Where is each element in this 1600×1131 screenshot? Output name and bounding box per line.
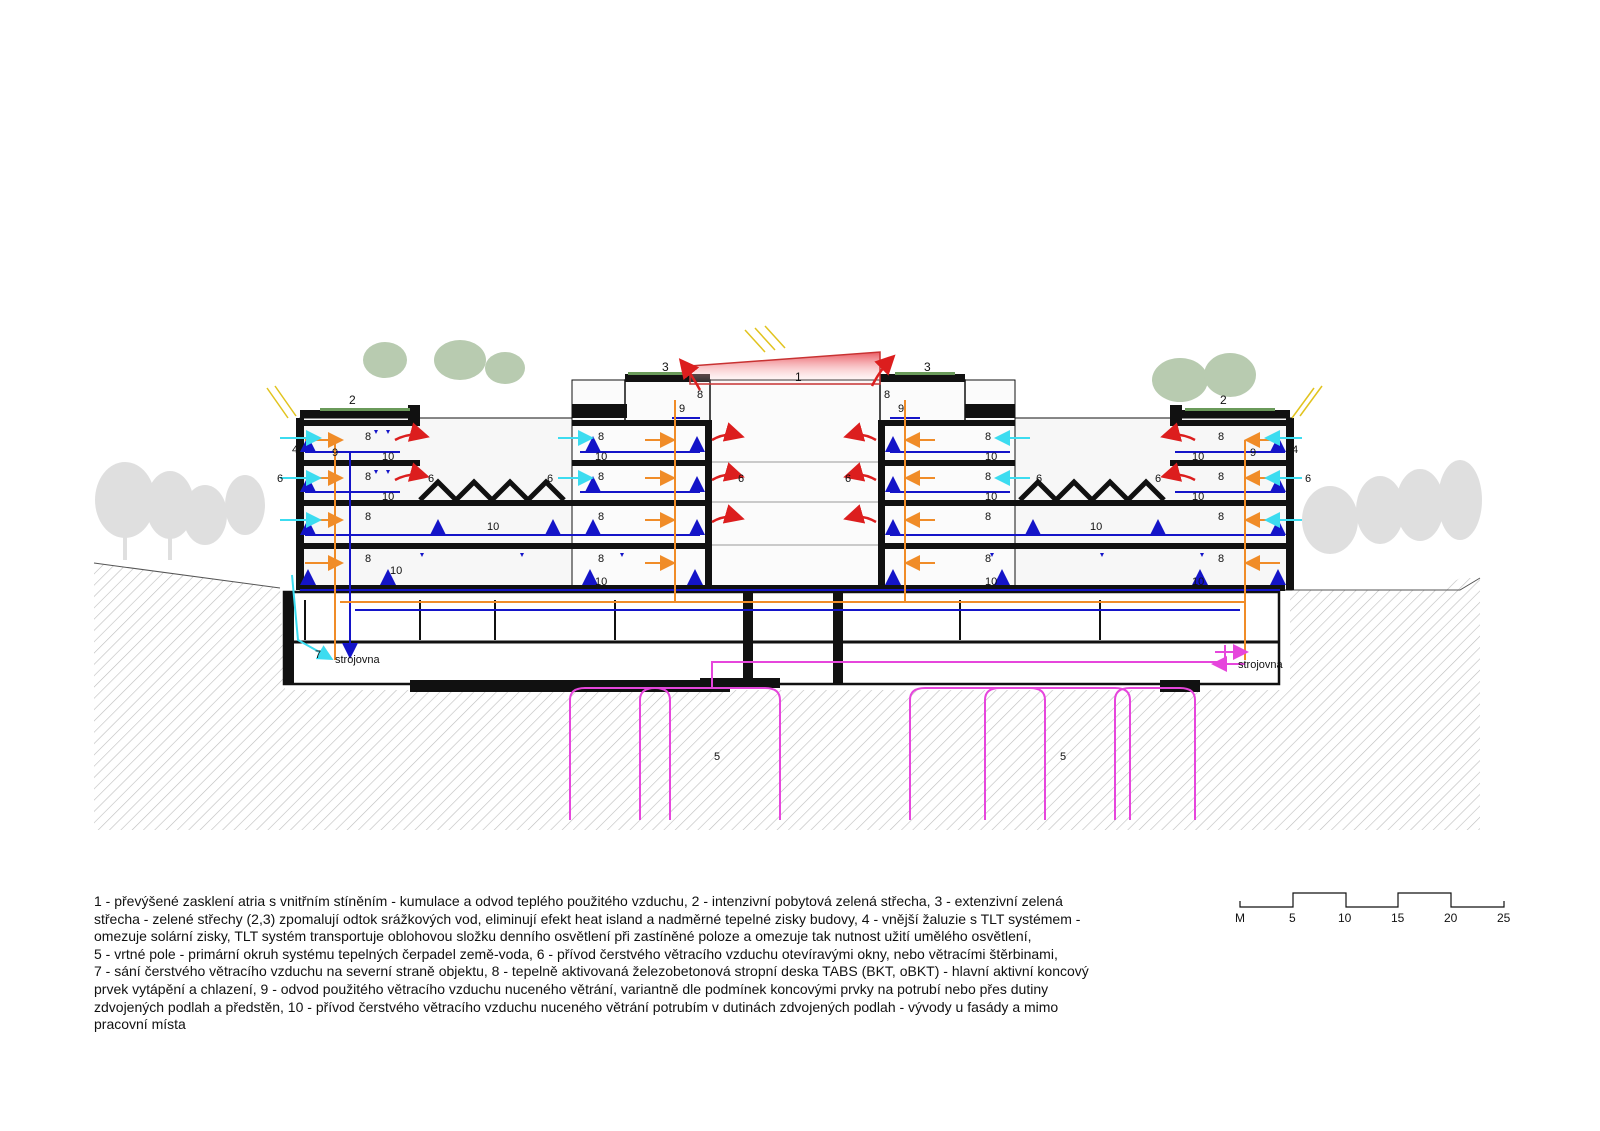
background-trees xyxy=(95,460,1482,560)
legend-line: 7 - sání čerstvého větracího vzduchu na … xyxy=(94,963,1089,980)
label-10: 10 xyxy=(1090,521,1102,533)
scale-label: 5 xyxy=(1289,911,1296,925)
scale-label: 15 xyxy=(1391,911,1405,925)
label-10: 10 xyxy=(382,491,394,503)
label-10: 10 xyxy=(1192,491,1204,503)
label-8: 8 xyxy=(1218,553,1224,565)
label-9: 9 xyxy=(679,403,685,415)
label-8: 8 xyxy=(884,389,890,401)
label-8: 8 xyxy=(365,553,371,565)
label-10: 10 xyxy=(595,576,607,588)
atrium-glazing xyxy=(689,351,881,385)
label-4-left: 4 xyxy=(292,444,298,456)
scale-label: 10 xyxy=(1338,911,1352,925)
label-6: 6 xyxy=(1155,473,1161,485)
building-section-diagram: 1 2 2 3 3 4 4 5 5 6 6 6 6 6 6 6 6 7 8 8 … xyxy=(93,325,1482,830)
label-9: 9 xyxy=(1250,447,1256,459)
label-10: 10 xyxy=(985,491,997,503)
label-8: 8 xyxy=(598,511,604,523)
label-8: 8 xyxy=(1218,431,1224,443)
label-6: 6 xyxy=(1305,473,1311,485)
label-2-right: 2 xyxy=(1220,393,1227,407)
legend-line: 1 - převýšené zasklení atria s vnitřním … xyxy=(94,893,1063,909)
tabs-markers xyxy=(374,430,1204,557)
basement xyxy=(282,590,1281,692)
label-8: 8 xyxy=(365,431,371,443)
label-1: 1 xyxy=(795,370,802,384)
legend-line: střecha - zelené střechy (2,3) zpomalují… xyxy=(94,910,1081,927)
legend-line: 5 - vrtné pole - primární okruh systému … xyxy=(94,945,1058,962)
fresh-air-arrows xyxy=(280,430,1302,660)
label-4-right: 4 xyxy=(1292,444,1298,456)
legend-line: omezuje solární zisky, TLT systém transp… xyxy=(94,928,1032,945)
label-8: 8 xyxy=(1218,511,1224,523)
label-6: 6 xyxy=(277,473,283,485)
green-roofs xyxy=(320,372,1275,411)
scale-label: 25 xyxy=(1497,911,1511,925)
label-8: 8 xyxy=(697,389,703,401)
label-8: 8 xyxy=(985,553,991,565)
label-10: 10 xyxy=(1192,576,1204,588)
label-8: 8 xyxy=(598,431,604,443)
label-10: 10 xyxy=(985,576,997,588)
label-8: 8 xyxy=(1218,471,1224,483)
label-6: 6 xyxy=(1036,473,1042,485)
label-10: 10 xyxy=(985,451,997,463)
label-9: 9 xyxy=(898,403,904,415)
building-floors xyxy=(296,374,1294,591)
label-6: 6 xyxy=(428,473,434,485)
label-10: 10 xyxy=(1192,451,1204,463)
legend-line: prvek vytápění a chlazení, 9 - odvod pou… xyxy=(94,980,1049,997)
label-8: 8 xyxy=(365,511,371,523)
label-3-left: 3 xyxy=(662,360,669,374)
label-8: 8 xyxy=(985,511,991,523)
label-10: 10 xyxy=(487,521,499,533)
diagram-labels: 1 2 2 3 3 4 4 5 5 6 6 6 6 6 6 6 6 7 8 8 … xyxy=(277,360,1311,763)
scale-label: 20 xyxy=(1444,911,1458,925)
exhaust-air-ducts xyxy=(305,400,1280,660)
plant-room-right: strojovna xyxy=(1238,659,1284,671)
label-8: 8 xyxy=(598,471,604,483)
ground-line xyxy=(93,562,1481,591)
label-8: 8 xyxy=(598,553,604,565)
label-7: 7 xyxy=(315,649,321,661)
scale-bar: M 5 10 15 20 25 xyxy=(1235,892,1511,925)
legend-line: pracovní místa xyxy=(94,1016,186,1033)
scale-label: M xyxy=(1235,911,1245,925)
label-10: 10 xyxy=(595,451,607,463)
label-5-right: 5 xyxy=(1060,751,1066,763)
legend-text: 1 - převýšené zasklení atria s vnitřním … xyxy=(94,893,1204,1034)
label-8: 8 xyxy=(985,471,991,483)
label-10: 10 xyxy=(382,451,394,463)
label-6: 6 xyxy=(738,473,744,485)
warm-air-arrows xyxy=(394,354,1196,524)
plant-room-left: strojovna xyxy=(335,654,381,666)
label-5-left: 5 xyxy=(714,751,720,763)
sun-rays xyxy=(266,325,1323,419)
label-9: 9 xyxy=(332,447,338,459)
label-8: 8 xyxy=(365,471,371,483)
label-6: 6 xyxy=(547,473,553,485)
ground-soil xyxy=(94,563,1480,830)
label-2-left: 2 xyxy=(349,393,356,407)
legend-line: zdvojených podlah a předstěn, 10 - přívo… xyxy=(94,998,1059,1015)
label-10: 10 xyxy=(390,565,402,577)
label-8: 8 xyxy=(985,431,991,443)
geothermal-loops xyxy=(569,644,1249,820)
label-3-right: 3 xyxy=(924,360,931,374)
label-6: 6 xyxy=(845,473,851,485)
